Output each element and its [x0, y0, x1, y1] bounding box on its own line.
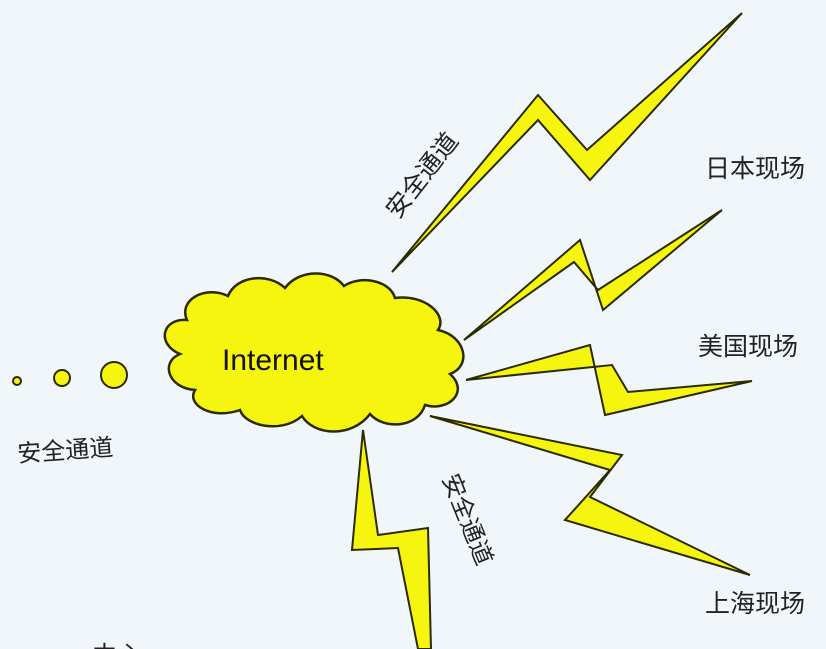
bubble-medium	[53, 369, 71, 387]
channel-label-left: 安全通道	[16, 433, 114, 468]
site-label-usa: 美国现场	[698, 332, 798, 361]
bubble-large	[100, 361, 128, 389]
bolt-japan	[391, 12, 743, 273]
cloud-label: Internet	[222, 344, 324, 377]
bolt-bottom	[350, 429, 433, 649]
bubble-small	[12, 376, 22, 386]
bolt-middle	[465, 343, 753, 417]
bottom-partial-label: 中心	[92, 641, 142, 649]
site-label-shanghai: 上海现场	[705, 589, 805, 618]
site-label-japan: 日本现场	[705, 154, 805, 183]
channel-label-bottom: 安全通道	[436, 470, 498, 569]
internet-cloud	[163, 272, 465, 433]
bolt-usa	[463, 209, 723, 341]
bolt-shanghai	[429, 415, 751, 576]
